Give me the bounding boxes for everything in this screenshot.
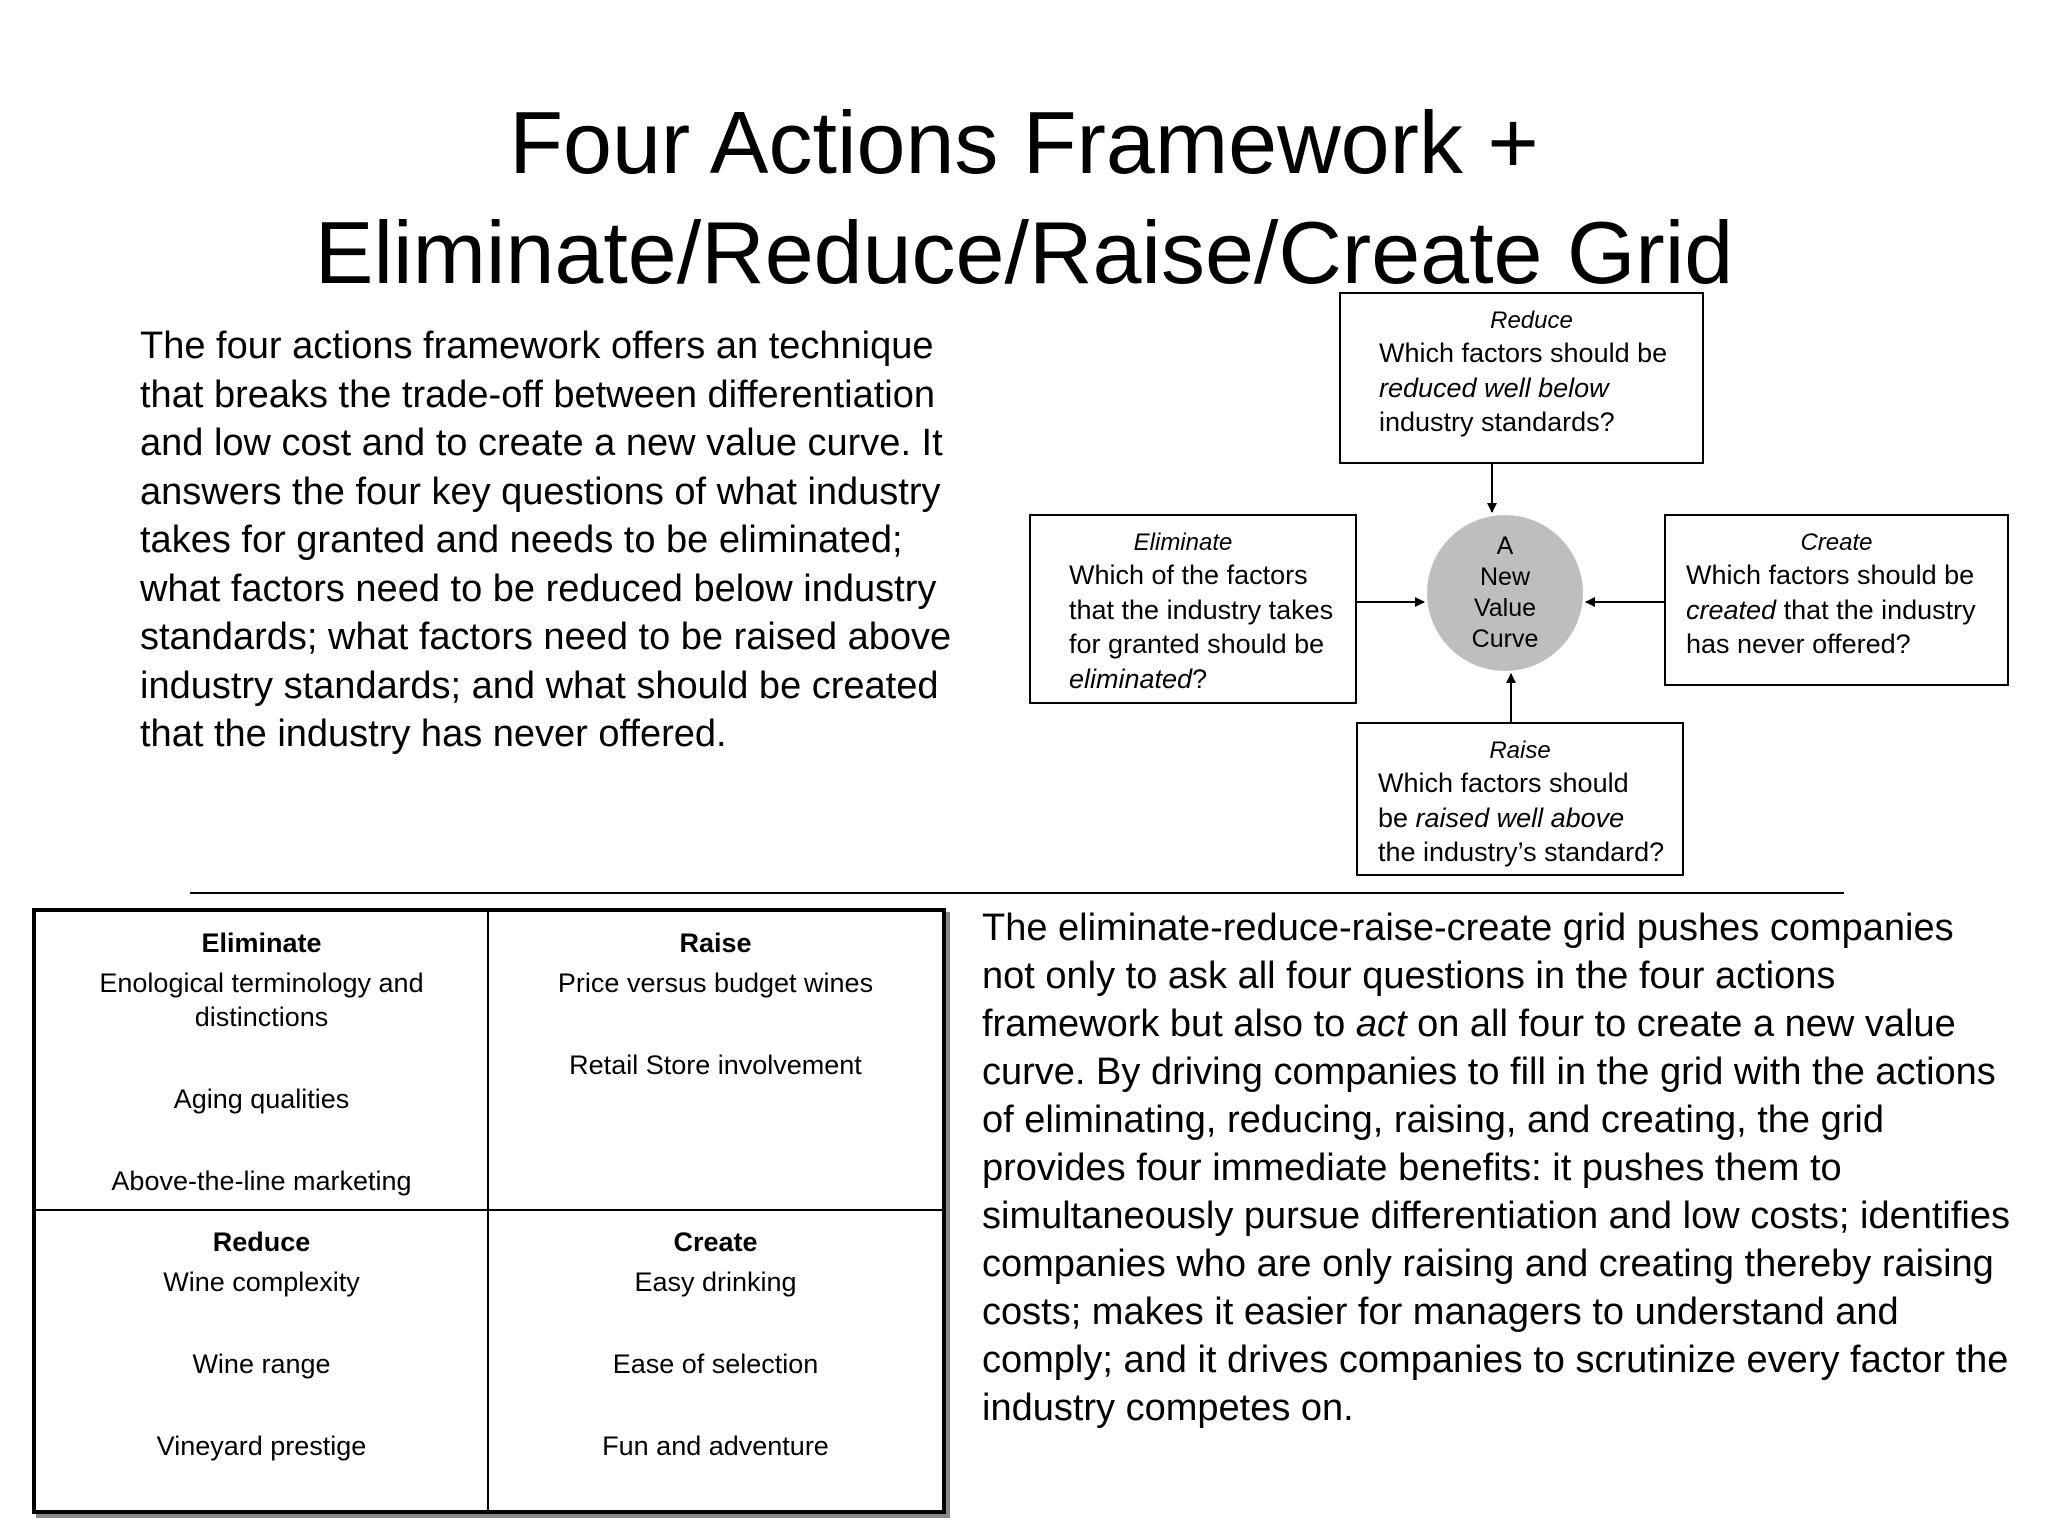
eliminate-heading: Eliminate [1133,529,1233,556]
grid-cell-raise: Raise Price versus budget wines Retail S… [489,912,942,1211]
grid-item: Ease of selection [612,1349,819,1379]
raise-box: Raise Which factors should be raised wel… [1356,722,1684,876]
grid-heading-reduce: Reduce [212,1227,311,1257]
center-line-4: Curve [1471,625,1539,653]
grid-cell-reduce: Reduce Wine complexity Wine range Vineya… [36,1211,489,1510]
grid-heading-create: Create [673,1227,758,1257]
grid-item: Above-the-line marketing [111,1166,412,1196]
eliminate-line-4: eliminated? [1069,663,1208,694]
reduce-box: Reduce Which factors should be reduced w… [1339,292,1704,464]
raise-line-2: be raised well above [1378,802,1625,833]
raise-question: Which factors should be raised well abov… [1378,766,1682,870]
raise-heading: Raise [1489,737,1551,764]
eliminate-line-1: Which of the factors [1069,560,1308,590]
reduce-line-3: industry standards? [1379,407,1615,437]
eliminate-question: Which of the factors that the industry t… [1069,558,1355,696]
raise-line-3: the industry’s standard? [1378,837,1665,867]
eliminate-line-3: for granted should be [1069,629,1325,659]
create-question: Which factors should be created that the… [1686,558,2007,662]
intro-paragraph: The four actions framework offers an tec… [140,325,952,755]
grid-item: Price versus budget wines [557,968,874,998]
grid-heading-eliminate: Eliminate [201,928,322,958]
create-line-2: created that the industry [1686,594,1976,625]
grid-heading-raise: Raise [679,928,752,958]
grid-item: Easy drinking [634,1267,797,1297]
grid-item: Vineyard prestige [156,1431,367,1461]
eliminate-line-2: that the industry takes [1069,594,1334,625]
center-line-3: Value [1473,594,1537,622]
center-line-2: New [1479,563,1530,591]
grid-explanation-paragraph: The eliminate-reduce-raise-create grid p… [982,907,2010,1429]
grid-item: Wine complexity [163,1267,360,1297]
reduce-heading: Reduce [1490,307,1573,334]
title-line-1: Four Actions Framework + [509,93,1539,192]
create-line-3: has never offered? [1686,629,1911,659]
reduce-question: Which factors should be reduced well bel… [1379,336,1702,440]
raise-line-1: Which factors should [1378,768,1629,798]
grid-item: Aging qualities [173,1084,350,1114]
title-line-2: Eliminate/Reduce/Raise/Create Grid [314,203,1734,302]
section-divider [190,892,1844,894]
create-heading: Create [1800,529,1873,556]
errc-grid: Eliminate Enological terminology and dis… [32,908,946,1514]
new-value-curve-circle: A New Value Curve [1427,515,1583,671]
create-line-1: Which factors should be [1686,560,1975,590]
reduce-line-2: reduced well below [1379,372,1609,403]
reduce-line-1: Which factors should be [1379,338,1668,368]
grid-cell-create: Create Easy drinking Ease of selection F… [489,1211,942,1510]
grid-item: Enological terminology and distinctions [99,968,424,1032]
create-box: Create Which factors should be created t… [1664,514,2009,686]
eliminate-box: Eliminate Which of the factors that the … [1029,514,1357,704]
grid-item: Wine range [192,1349,331,1379]
center-line-1: A [1496,532,1514,560]
grid-cell-eliminate: Eliminate Enological terminology and dis… [36,912,489,1211]
slide-title: Four Actions Framework + Eliminate/Reduc… [0,88,2048,308]
grid-item: Retail Store involvement [569,1050,862,1080]
grid-item: Fun and adventure [602,1431,829,1461]
